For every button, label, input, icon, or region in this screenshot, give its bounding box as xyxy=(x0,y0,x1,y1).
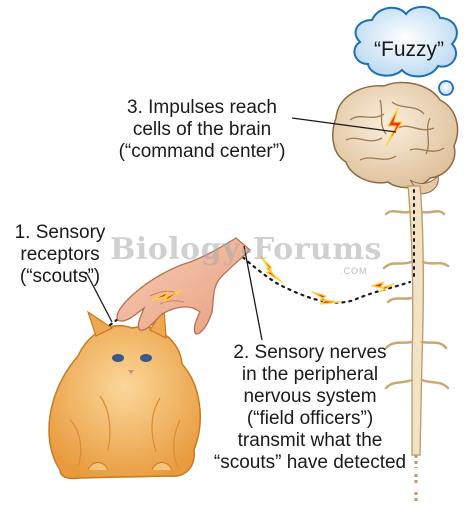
label-brain-line: (“command center”) xyxy=(118,141,286,162)
label-nerves-line: (“field officers”) xyxy=(246,408,374,429)
label-nerves-line: nervous system xyxy=(243,386,377,407)
watermark: Biology-Forums xyxy=(110,232,382,267)
label-receptors-line: receptors xyxy=(20,244,100,265)
brain-icon xyxy=(332,81,459,195)
leader-lines xyxy=(85,117,397,341)
label-brain-line: 3. Impulses reach xyxy=(127,97,277,118)
label-nerves: 2. Sensory nerves in the peripheral nerv… xyxy=(190,342,430,474)
cat-icon xyxy=(48,306,201,480)
label-receptors-line: 1. Sensory xyxy=(14,222,106,243)
label-receptors: 1. Sensory receptors (“scouts”) xyxy=(0,222,120,288)
label-nerves-line: “scouts” have detected xyxy=(213,452,407,473)
label-receptors-line: (“scouts”) xyxy=(19,266,101,287)
watermark-sub: .COM xyxy=(340,266,368,276)
label-nerves-line: 2. Sensory nerves xyxy=(233,342,387,363)
label-brain: 3. Impulses reach cells of the brain (“c… xyxy=(92,97,312,163)
label-nerves-line: in the peripheral xyxy=(241,364,379,385)
label-brain-line: cells of the brain xyxy=(132,119,272,140)
spinal-cord-icon xyxy=(382,185,450,502)
label-nerves-line: transmit what the xyxy=(237,430,383,451)
thought-text: “Fuzzy” xyxy=(374,38,444,61)
impulse-icon xyxy=(151,107,403,305)
hand-icon xyxy=(116,237,251,335)
